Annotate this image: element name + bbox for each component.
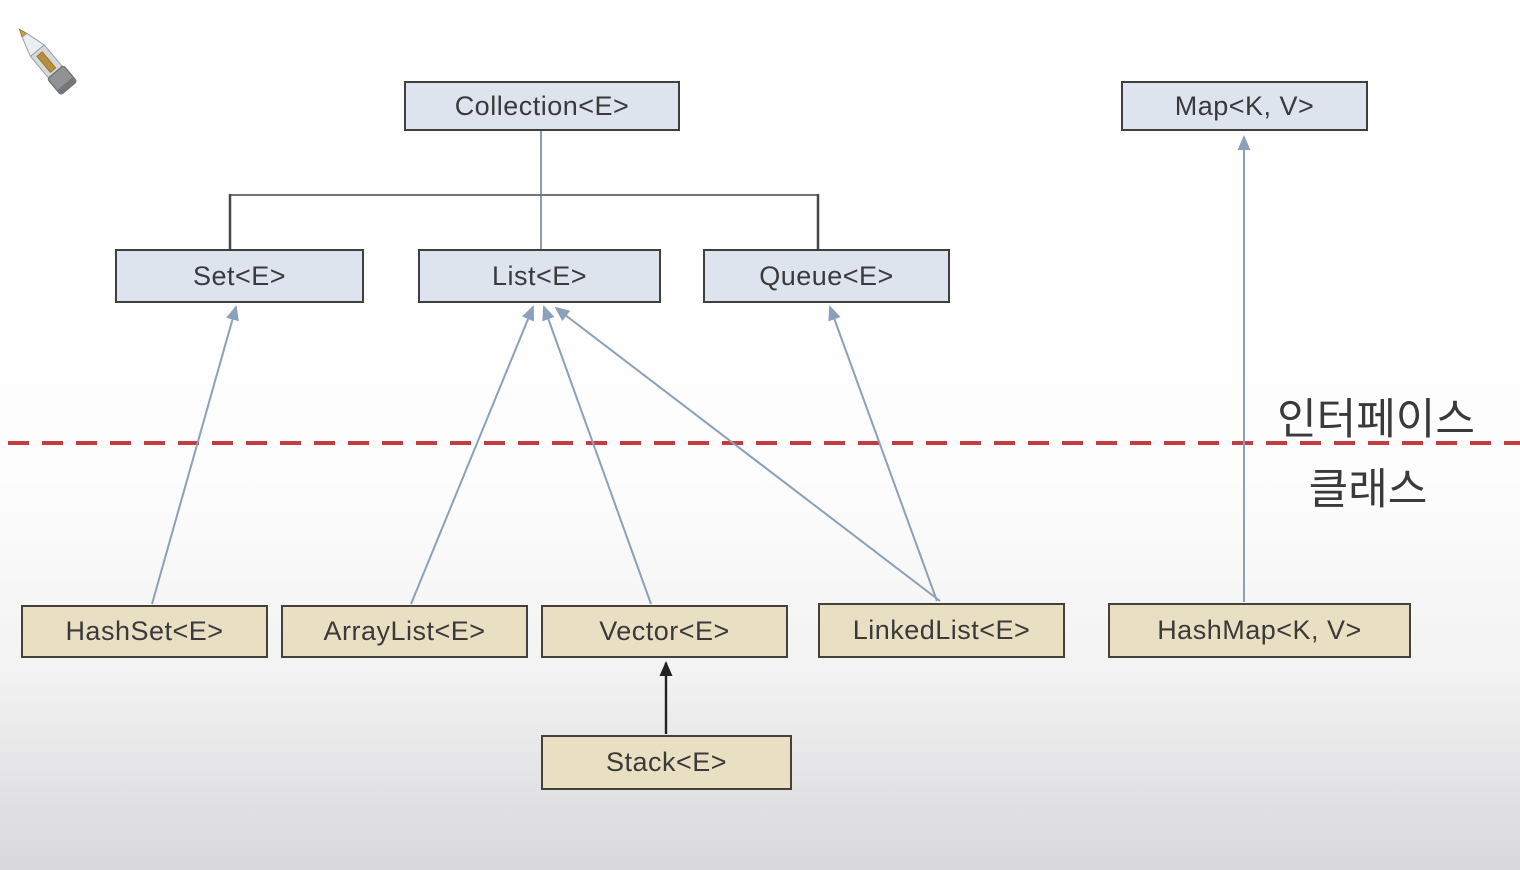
- pen-cursor-icon: [18, 28, 77, 95]
- node-arraylist-label: ArrayList<E>: [323, 616, 486, 646]
- node-queue-label: Queue<E>: [759, 260, 894, 291]
- node-list: List<E>: [418, 249, 661, 303]
- node-vector: Vector<E>: [541, 605, 788, 658]
- node-hashset-label: HashSet<E>: [65, 616, 224, 646]
- edge-hashset-set: [151, 305, 239, 605]
- node-hashset: HashSet<E>: [21, 605, 268, 658]
- node-map: Map<K, V>: [1121, 81, 1368, 131]
- node-arraylist: ArrayList<E>: [281, 605, 528, 658]
- node-vector-label: Vector<E>: [599, 616, 730, 646]
- node-collection-label: Collection<E>: [454, 90, 630, 121]
- node-linkedlist: LinkedList<E>: [818, 603, 1065, 658]
- node-linkedlist-label: LinkedList<E>: [852, 615, 1031, 645]
- edge-linkedlist-queue: [828, 305, 938, 602]
- label-interface-side: 인터페이스: [1277, 396, 1475, 444]
- node-set: Set<E>: [115, 249, 364, 303]
- node-collection: Collection<E>: [404, 81, 680, 131]
- node-hashmap: HashMap<K, V>: [1108, 603, 1411, 658]
- edge-arraylist-list: [410, 305, 535, 605]
- node-stack-label: Stack<E>: [605, 747, 728, 777]
- node-stack: Stack<E>: [541, 735, 792, 790]
- edge-linkedlist-list: [554, 306, 941, 602]
- node-queue: Queue<E>: [703, 249, 950, 303]
- node-hashmap-label: HashMap<K, V>: [1157, 615, 1362, 645]
- node-map-label: Map<K, V>: [1174, 90, 1315, 121]
- label-class-side: 클래스: [1308, 466, 1428, 514]
- node-set-label: Set<E>: [192, 260, 287, 291]
- edge-vector-list: [542, 305, 652, 605]
- node-list-label: List<E>: [491, 260, 588, 291]
